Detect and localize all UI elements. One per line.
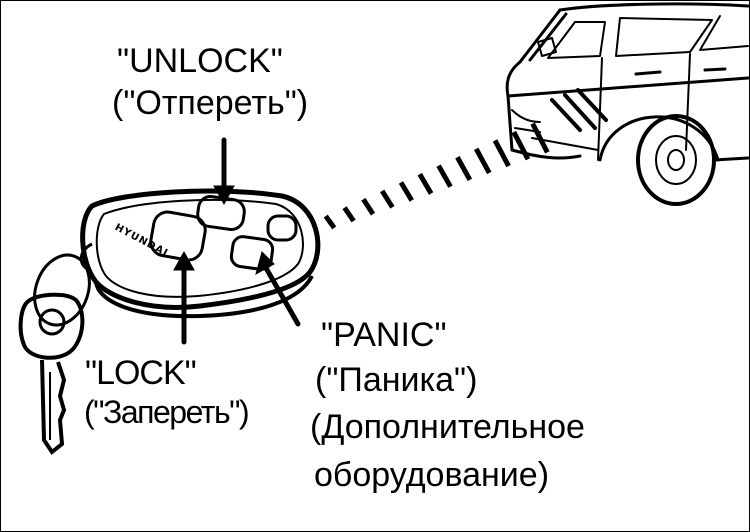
pointer-arrows	[173, 137, 301, 345]
signal-dash	[342, 206, 356, 223]
signal-dash	[361, 197, 376, 216]
lock-translation: ("Запереть")	[84, 394, 250, 430]
panic-note-line-1: (Дополнительное	[310, 408, 585, 446]
signal-receiver-marks	[550, 88, 608, 132]
key-and-ring	[18, 253, 91, 455]
panic-translation: ("Паника")	[315, 361, 478, 399]
signal-dash	[474, 147, 492, 175]
signal-dash	[530, 122, 550, 154]
signal-dash	[417, 172, 434, 195]
signal-dash	[436, 164, 453, 188]
signal-dash	[511, 130, 531, 161]
signal-dash	[492, 139, 511, 168]
signal-beam	[323, 122, 550, 230]
signal-dash	[323, 214, 337, 230]
signal-dash	[398, 181, 414, 202]
unlock-label: "UNLOCK"	[117, 42, 283, 80]
signal-dash	[455, 156, 473, 182]
panic-note-line-2: оборудование)	[314, 456, 550, 494]
unlock-translation: ("Отпереть")	[112, 84, 309, 122]
signal-dash	[380, 189, 395, 209]
panic-label: "PANIC"	[321, 316, 447, 354]
car-illustration	[505, 2, 750, 206]
lock-label: "LOCK"	[85, 354, 197, 392]
